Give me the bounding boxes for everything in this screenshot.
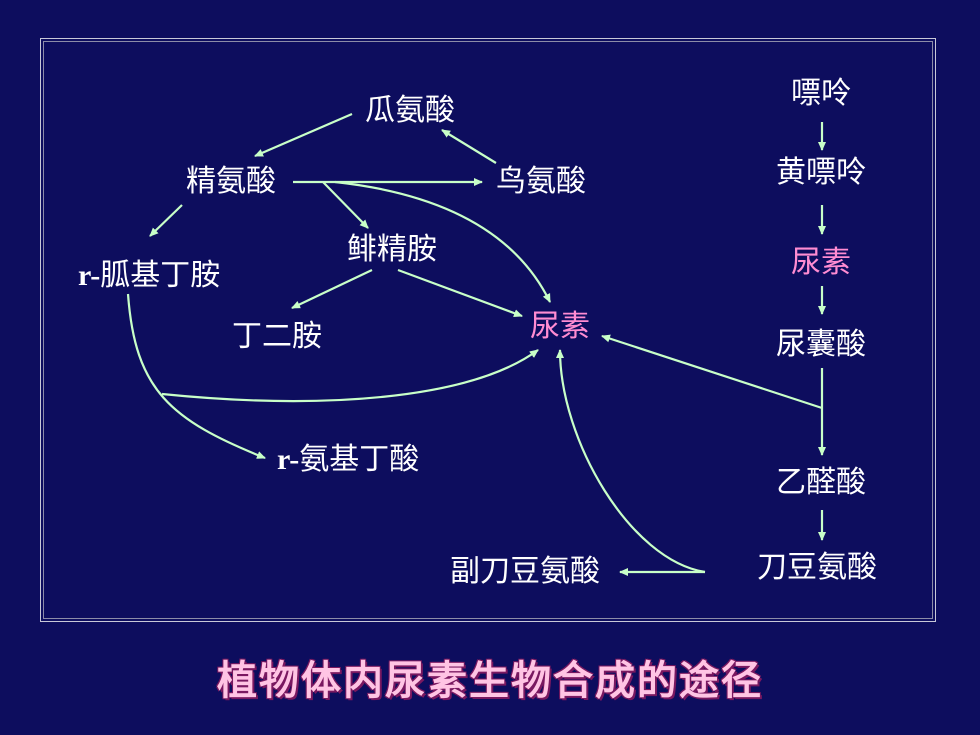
node-canavanine: 刀豆氨酸 (757, 550, 877, 585)
arrow-ornithine-to-citrulline (441, 129, 497, 164)
arrow-allantoic-to-urea (601, 334, 823, 410)
node-purine: 嘌呤 (791, 76, 851, 111)
arrow-arginine-to-citrulline (254, 112, 353, 158)
node-urea-center: 尿素 (530, 309, 590, 344)
arrow-arginine-to-urea (334, 180, 551, 303)
arrow-arginine-to-guanidinobutyramide (149, 204, 183, 237)
node-label: 氨基丁酸 (299, 442, 420, 477)
arrow-guanidinobutyramide-to-aminobutyric (126, 293, 266, 460)
node-ornithine: 鸟氨酸 (496, 164, 586, 199)
node-citrulline: 瓜氨酸 (365, 93, 455, 128)
node-guanidinobutyramide: r-胍基丁胺 (78, 259, 220, 293)
node-agmatine: 鲱精胺 (347, 232, 437, 267)
node-glyoxylic-acid: 乙醛酸 (776, 465, 866, 500)
node-arginine: 精氨酸 (186, 164, 276, 199)
node-putrescine: 丁二胺 (232, 319, 322, 354)
node-label: 胍基丁胺 (100, 258, 221, 293)
node-allantoic-acid: 尿囊酸 (776, 327, 866, 362)
node-aminobutyric-acid: r-氨基丁酸 (277, 443, 419, 477)
arrow-canavanine-to-urea (556, 349, 706, 574)
arrow-arginine-to-agmatine (322, 181, 369, 229)
prefix-r: r- (277, 443, 300, 476)
arrow-guanidinobutyramide-to-urea (161, 349, 539, 403)
arrow-agmatine-to-urea (397, 268, 523, 318)
node-canaline: 副刀豆氨酸 (450, 554, 600, 589)
node-xanthine: 黄嘌呤 (776, 155, 866, 190)
slide-caption: 植物体内尿素生物合成的途径 (217, 658, 763, 704)
prefix-r: r- (78, 259, 101, 292)
node-urea-right: 尿素 (791, 245, 851, 280)
arrow-agmatine-to-putrescine (291, 269, 373, 309)
diagram-frame (40, 38, 936, 622)
